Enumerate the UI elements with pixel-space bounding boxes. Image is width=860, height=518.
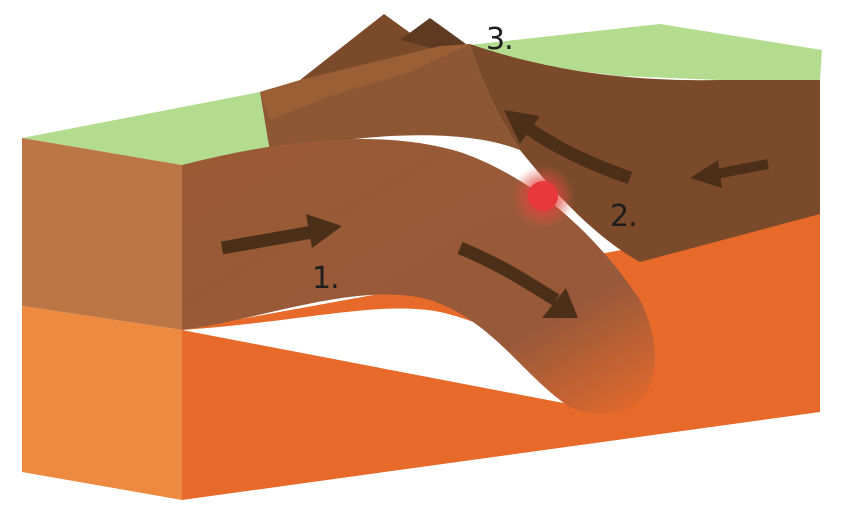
arrow-slab-descend xyxy=(457,241,578,318)
mantle-front-face xyxy=(22,306,182,500)
arrow-plate-right xyxy=(220,214,342,255)
label-two: 2. xyxy=(610,199,638,234)
overriding-plate-crust xyxy=(470,44,820,262)
arrow-magma-rise xyxy=(504,110,633,185)
magma-spot xyxy=(528,181,558,211)
label-three: 3. xyxy=(486,22,514,57)
mantle-side-face xyxy=(180,214,820,500)
left-grass-surface xyxy=(22,92,270,165)
crust-front-face xyxy=(22,138,182,330)
arrow-plate-left xyxy=(690,159,769,188)
mountain-slope xyxy=(260,44,520,152)
mountain-face xyxy=(260,44,470,120)
mountain-peak-right xyxy=(400,18,466,50)
mountain-peak-left xyxy=(300,14,440,80)
label-one: 1. xyxy=(312,261,340,296)
